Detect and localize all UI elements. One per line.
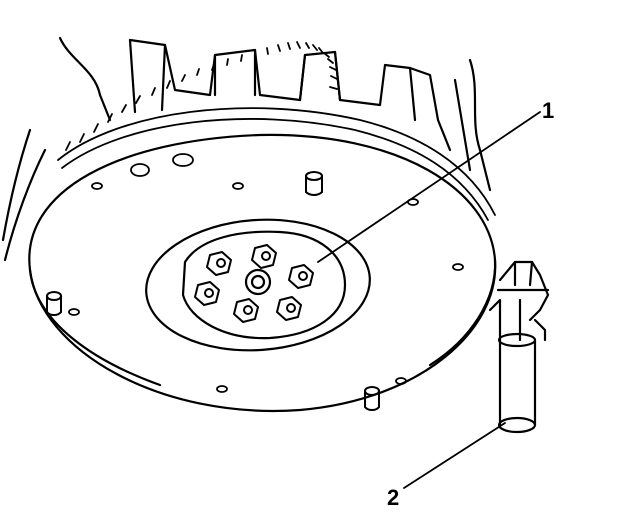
dowel-pin-left (46, 291, 62, 316)
flywheel-bolts (194, 244, 314, 323)
bolt-left (194, 281, 220, 306)
bolt-top (251, 244, 277, 269)
bolt-bottom (233, 298, 259, 323)
flywheel-holding-tool (488, 260, 550, 434)
bolt-plate (181, 230, 347, 340)
flywheel-disc (28, 133, 497, 413)
callout-2: 2 (387, 485, 400, 510)
callout-leaders (317, 111, 541, 489)
bolt-upper-left (206, 251, 232, 276)
leader-line-1 (317, 111, 541, 263)
callout-1: 1 (542, 98, 555, 123)
leader-line-2 (403, 422, 506, 489)
bolt-right (288, 264, 314, 289)
dowel-pin-bottom (364, 386, 380, 411)
engine-block (1, 36, 492, 262)
flywheel-hub-ring (145, 218, 371, 352)
bolt-lower-right (276, 296, 302, 321)
dowel-pins (46, 171, 380, 411)
dowel-pin-top (305, 171, 323, 196)
ring-gear (57, 41, 496, 221)
